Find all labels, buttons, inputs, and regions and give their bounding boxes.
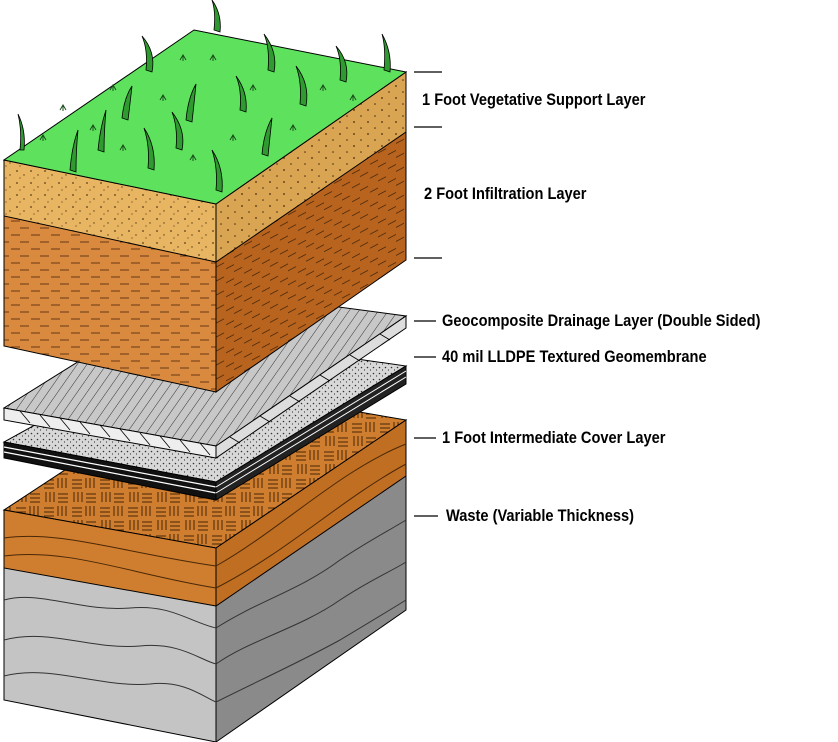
grass-top-face xyxy=(2,29,408,205)
grass-tufts xyxy=(39,54,357,161)
geomembrane-label: 40 mil LLDPE Textured Geomembrane xyxy=(442,347,707,366)
cover-side-face xyxy=(215,419,407,607)
intermediate-cover-layer-label: 1 Foot Intermediate Cover Layer xyxy=(442,428,666,447)
grass-blades xyxy=(17,0,391,193)
waste-block xyxy=(3,469,407,742)
geocomposite-drainage-layer-label: Geocomposite Drainage Layer (Double Side… xyxy=(442,311,761,330)
infiltration-layer-label: 2 Foot Infiltration Layer xyxy=(424,184,587,203)
vegetative-support-layer-label: 1 Foot Vegetative Support Layer xyxy=(422,90,646,109)
leader-lines xyxy=(414,71,442,517)
waste-label: Waste (Variable Thickness) xyxy=(446,506,634,525)
vegetative-support-block xyxy=(2,29,408,263)
